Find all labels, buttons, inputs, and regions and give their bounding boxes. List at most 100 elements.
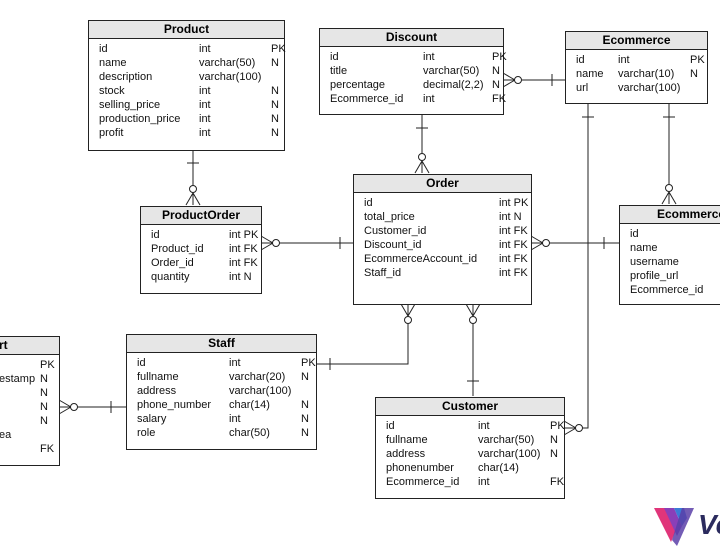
- attribute-type: int: [199, 99, 211, 111]
- attribute-type: int PK: [499, 197, 529, 209]
- attribute-name: Ecommerce_id: [630, 284, 704, 296]
- attribute-row: idi: [625, 227, 716, 241]
- attribute-name: fullname: [137, 371, 179, 383]
- attribute-row: FK: [0, 442, 54, 456]
- brand-logo-icon: [654, 508, 694, 546]
- attribute-row: Ecommerce_idi: [625, 283, 716, 297]
- entity-title: Staff: [127, 335, 316, 353]
- attribute-type: varchar(100): [478, 448, 541, 460]
- attribute-constraint: N: [271, 127, 279, 139]
- entity-title: Ecommerce: [620, 206, 720, 224]
- attribute-type: int FK: [499, 253, 528, 265]
- attribute-row: ea: [0, 428, 54, 442]
- attribute-name: Order_id: [151, 257, 194, 269]
- attribute-constraint: N: [301, 371, 309, 383]
- attribute-type: int: [618, 54, 630, 66]
- attribute-type: int: [199, 85, 211, 97]
- attribute-type: varchar(10): [618, 68, 675, 80]
- entity-ecommerce-account[interactable]: Ecommerce idinamevusernamevprofile_urlvE…: [619, 205, 720, 305]
- attribute-row: Product_id int FK: [146, 242, 258, 256]
- attribute-type: int FK: [499, 267, 528, 279]
- attribute-constraint: N: [492, 79, 500, 91]
- attribute-type: int: [229, 413, 241, 425]
- entity-productorder[interactable]: ProductOrder id int PK Product_id int FK Ord…: [140, 206, 262, 294]
- attribute-name: Ecommerce_id: [386, 476, 460, 488]
- attribute-constraint: N: [301, 413, 309, 425]
- attribute-name: Product_id: [151, 243, 204, 255]
- attribute-name: name: [630, 242, 658, 254]
- attribute-type: varchar(100): [229, 385, 292, 397]
- attribute-name: description: [99, 71, 153, 83]
- attribute-row: N: [0, 386, 54, 400]
- entity-title: Order: [354, 175, 531, 193]
- attribute-type: varchar(50): [199, 57, 256, 69]
- attribute-name: id: [151, 229, 160, 241]
- attribute-name: role: [137, 427, 156, 439]
- attribute-type: varchar(100): [618, 82, 681, 94]
- attribute-constraint: PK: [271, 43, 286, 55]
- attribute-constraint: N: [40, 401, 48, 413]
- attribute-name: name: [99, 57, 127, 69]
- attribute-type: int: [423, 51, 435, 63]
- attribute-name: selling_price: [99, 99, 161, 111]
- attribute-name: name: [576, 68, 604, 80]
- attribute-constraint: N: [271, 85, 279, 97]
- attribute-constraint: N: [40, 373, 48, 385]
- attribute-name: id: [576, 54, 585, 66]
- attribute-name: profile_url: [630, 270, 679, 282]
- attribute-type: int N: [499, 211, 522, 223]
- attribute-constraint: N: [550, 448, 558, 460]
- attribute-name: fullname: [386, 434, 428, 446]
- attribute-name: profit: [99, 127, 124, 139]
- attribute-row: salary int N: [132, 412, 311, 426]
- attribute-row: PK: [0, 358, 55, 372]
- attribute-row: url varchar(100): [571, 81, 702, 95]
- attribute-name: phonenumber: [386, 462, 454, 474]
- attribute-name: quantity: [151, 271, 190, 283]
- attribute-name: percentage: [330, 79, 386, 91]
- attribute-constraint: N: [301, 427, 309, 439]
- attribute-name: phone_number: [137, 399, 212, 411]
- attribute-type: int: [423, 93, 435, 105]
- entity-title: ProductOrder: [141, 207, 261, 225]
- attribute-type: int FK: [229, 243, 258, 255]
- attribute-name: url: [576, 82, 589, 94]
- attribute-constraint: N: [40, 387, 48, 399]
- attribute-constraint: PK: [550, 420, 565, 432]
- attribute-name: salary: [137, 413, 167, 425]
- attribute-type: int PK: [229, 229, 259, 241]
